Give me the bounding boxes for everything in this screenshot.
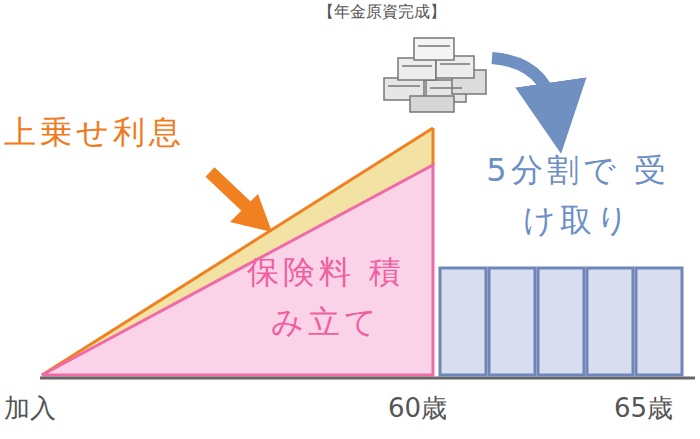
axis-label: 60歳: [388, 392, 478, 426]
node-text: 保険料 積み立て: [236, 248, 416, 347]
payout-boxes: [440, 268, 682, 375]
premium-triangle: [42, 165, 433, 375]
flow-arrow: [492, 58, 556, 118]
premium-region: 保険料 積み立て: [236, 248, 416, 347]
heading-label: 【年金原資完成】: [318, 2, 548, 23]
interest-band: [42, 128, 433, 375]
interest-label: 上乗せ利息: [4, 112, 234, 154]
axis-label: 65歳: [614, 392, 698, 426]
time-axis: [40, 377, 695, 380]
pointer-arrow-head: [230, 194, 272, 232]
interest-edge: [432, 128, 435, 165]
payout-label: 5分割で 受け取り: [478, 146, 678, 245]
interest-line: [42, 128, 433, 375]
axis-label: 加入: [4, 392, 94, 426]
money-icon: [384, 38, 486, 112]
pointer-arrow: [210, 172, 248, 208]
